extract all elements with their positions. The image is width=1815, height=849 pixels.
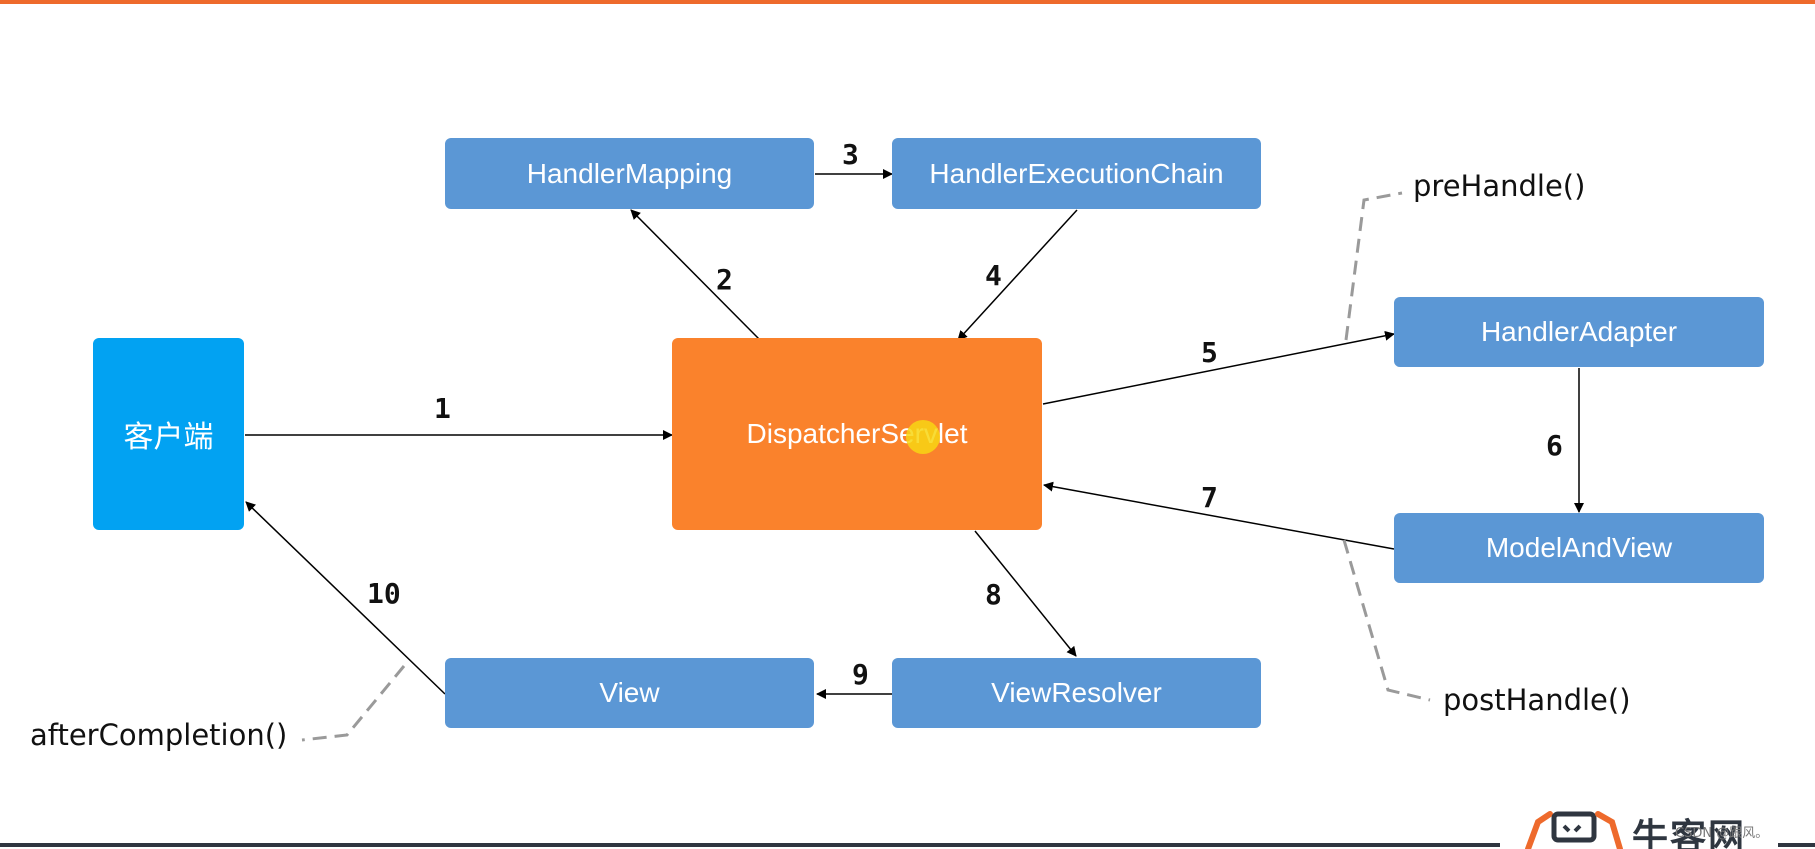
view-resolver-label: ViewResolver bbox=[991, 677, 1162, 708]
nowcoder-logo-text: 牛客网 bbox=[1632, 817, 1747, 849]
arrow-step-7 bbox=[1043, 481, 1395, 550]
arrow-step-4 bbox=[957, 209, 1078, 341]
prehandle-callout-line bbox=[1344, 191, 1403, 341]
step-label-3: 3 bbox=[842, 138, 859, 171]
bottom-rule-end bbox=[1778, 843, 1815, 847]
bottom-rule bbox=[0, 843, 1500, 847]
model-and-view-box: ModelAndView bbox=[1394, 513, 1764, 583]
client-label: 客户端 bbox=[123, 421, 214, 454]
step-label-6: 6 bbox=[1546, 429, 1563, 462]
arrow-step-8 bbox=[974, 530, 1077, 657]
nowcoder-logo-icon bbox=[1525, 811, 1623, 849]
view-resolver-box: ViewResolver bbox=[892, 658, 1261, 728]
handler-execution-chain-label: HandlerExecutionChain bbox=[929, 157, 1224, 189]
cursor-highlight bbox=[906, 420, 940, 454]
aftercompletion-callout-line bbox=[301, 665, 406, 742]
nowcoder-logo: 牛客网 CSDN @跟风。 bbox=[1520, 800, 1815, 849]
model-and-view-label: ModelAndView bbox=[1485, 532, 1673, 563]
handler-mapping-label: HandlerMapping bbox=[526, 157, 733, 189]
handler-mapping-box: HandlerMapping bbox=[445, 138, 814, 209]
step-label-2: 2 bbox=[716, 263, 733, 296]
arrow-step-5 bbox=[1042, 330, 1395, 405]
handler-adapter-label: HandlerAdapter bbox=[1480, 316, 1678, 347]
aftercompletion-label: afterCompletion() bbox=[30, 718, 288, 752]
posthandle-label: postHandle() bbox=[1443, 683, 1631, 717]
csdn-watermark: CSDN @跟风。 bbox=[1675, 826, 1769, 841]
posthandle-callout-line bbox=[1342, 539, 1431, 702]
step-label-8: 8 bbox=[985, 578, 1002, 611]
view-label: View bbox=[599, 677, 660, 708]
handler-execution-chain-box: HandlerExecutionChain bbox=[892, 138, 1261, 209]
arrow-step-10 bbox=[245, 501, 446, 695]
top-accent-bar bbox=[0, 0, 1815, 4]
view-box: View bbox=[445, 658, 814, 728]
step-label-7: 7 bbox=[1201, 481, 1218, 514]
step-label-4: 4 bbox=[985, 259, 1002, 292]
dispatcher-servlet-box: DispatcherServlet bbox=[672, 338, 1042, 530]
step-label-1: 1 bbox=[434, 392, 451, 425]
step-label-9: 9 bbox=[852, 658, 869, 691]
step-label-5: 5 bbox=[1201, 336, 1218, 369]
handler-adapter-box: HandlerAdapter bbox=[1394, 297, 1764, 367]
client-box: 客户端 bbox=[93, 338, 244, 530]
step-label-10: 10 bbox=[367, 577, 401, 610]
prehandle-label: preHandle() bbox=[1413, 169, 1586, 203]
arrow-step-2 bbox=[630, 209, 761, 341]
